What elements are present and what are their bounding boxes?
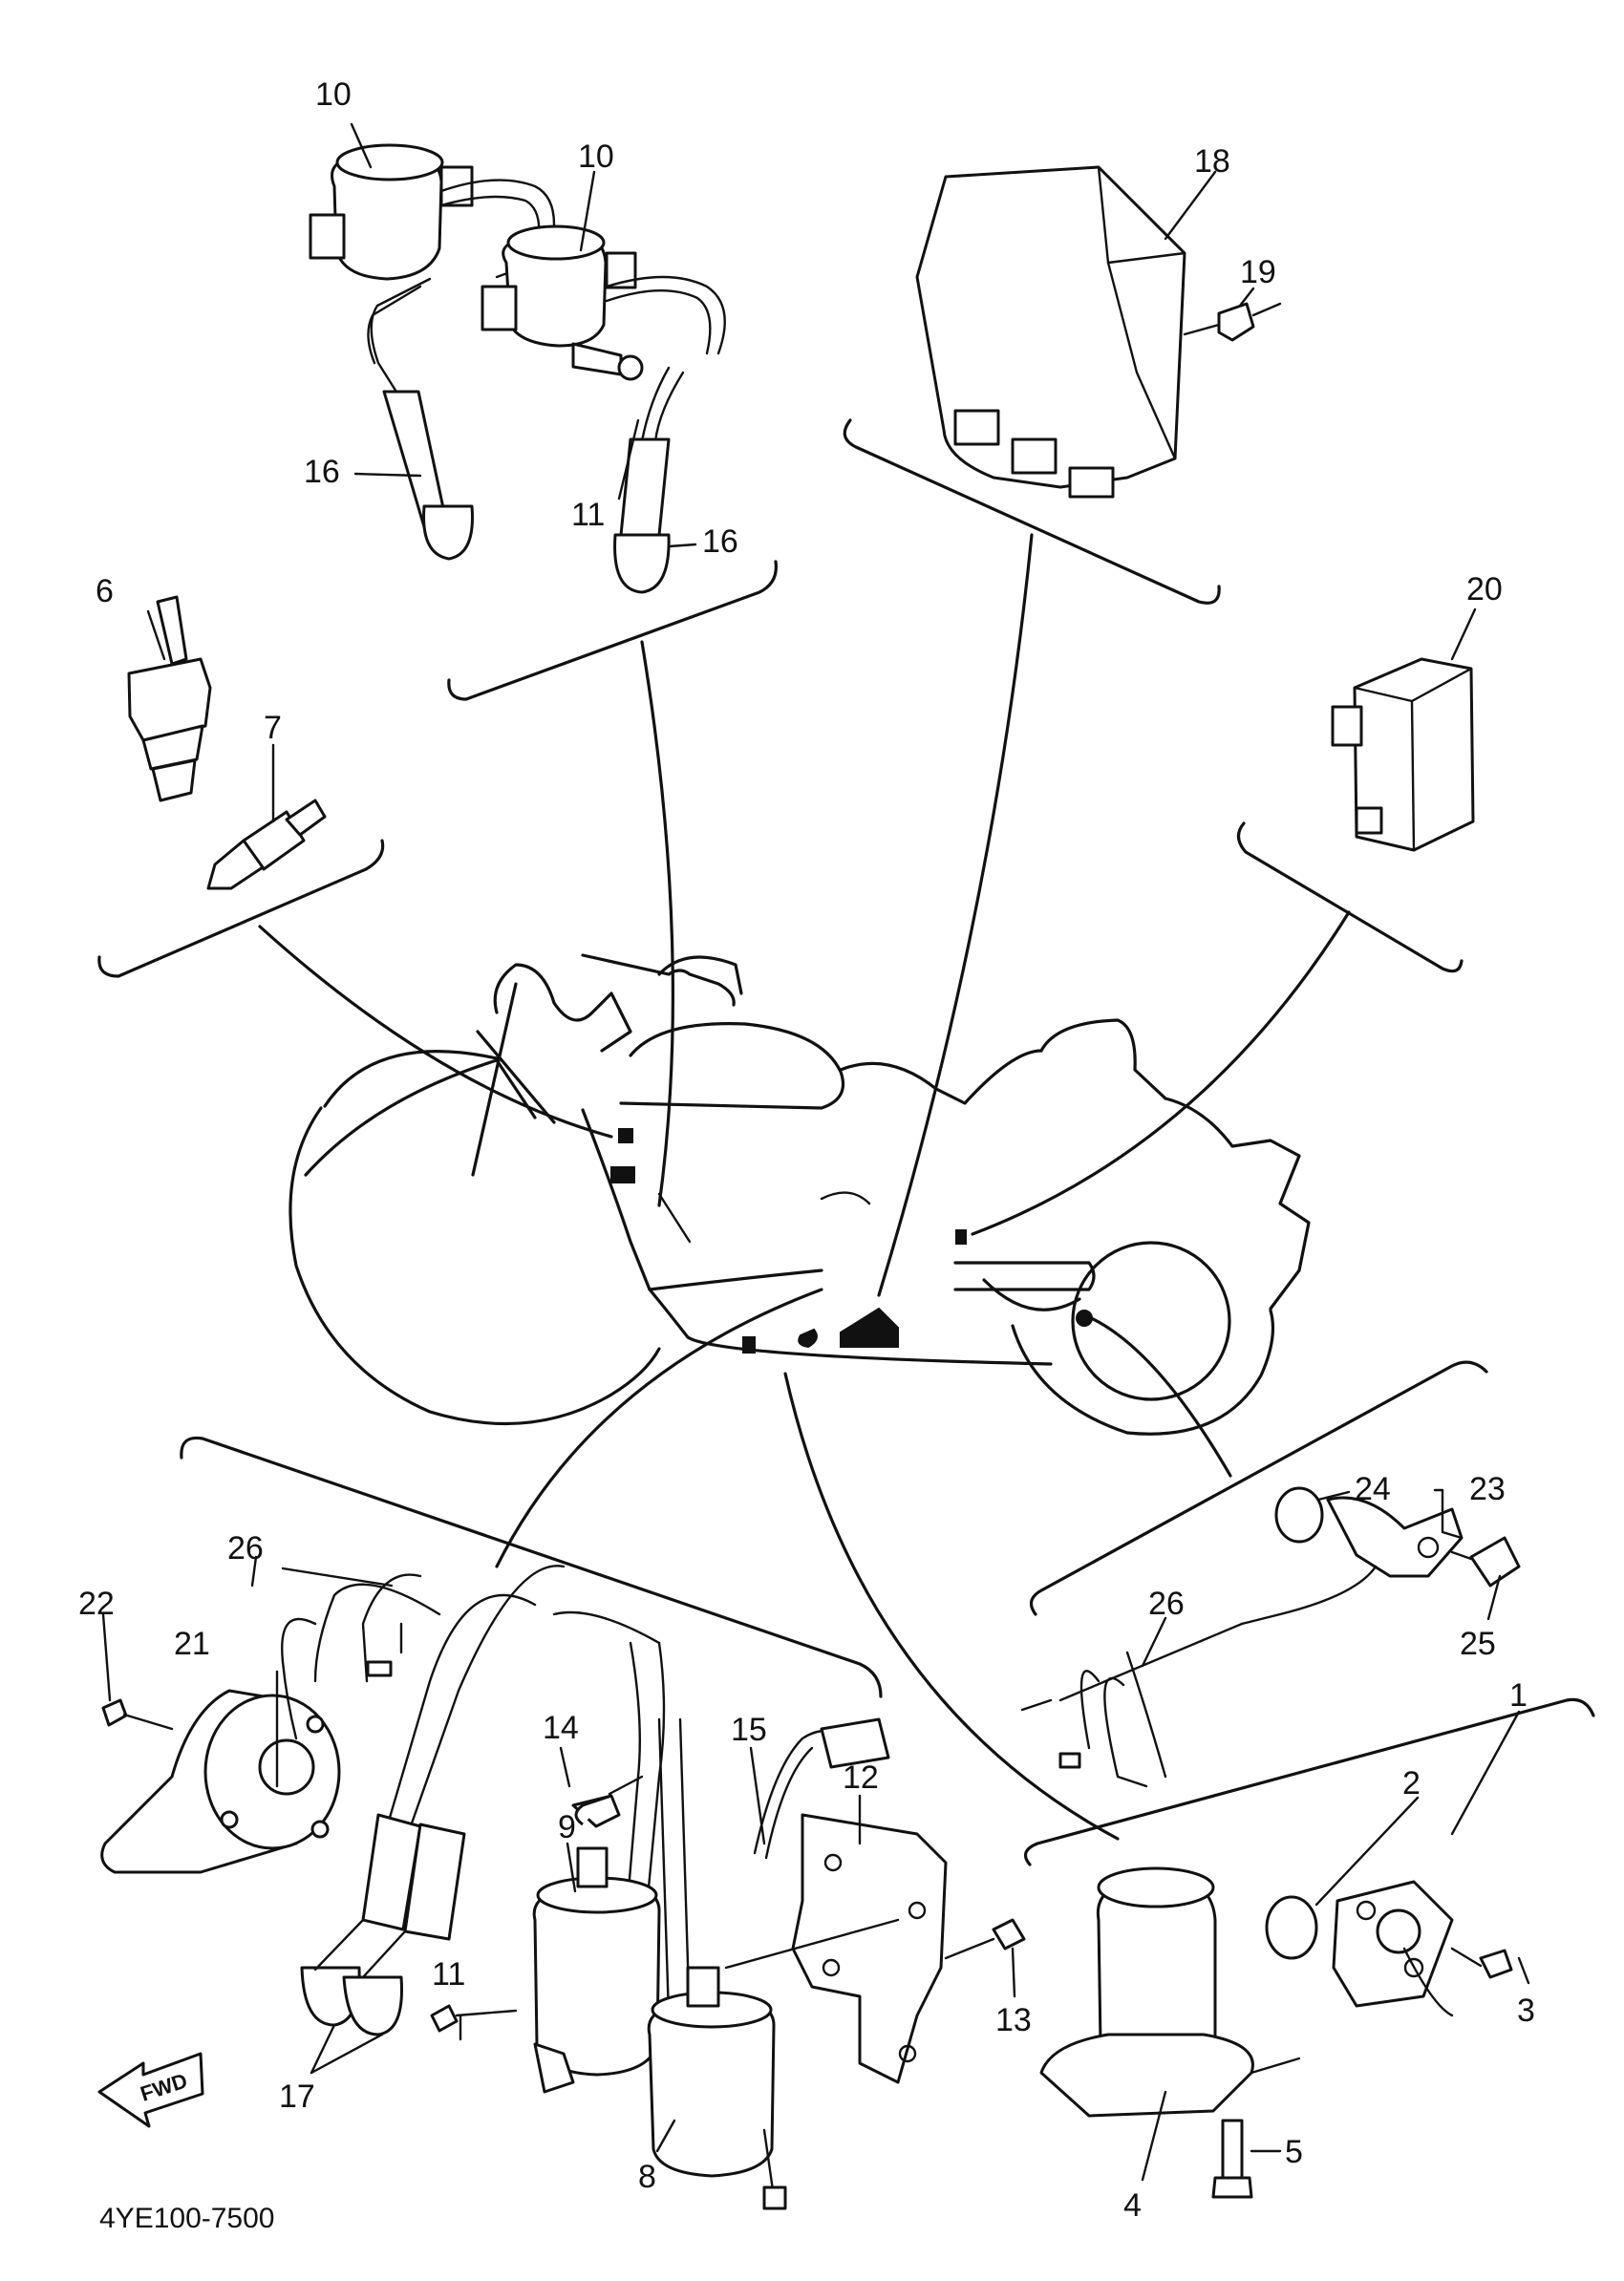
callout-24: 24 <box>1355 1471 1391 1507</box>
callout-21: 21 <box>174 1626 210 1662</box>
callout-leaders <box>101 122 1530 2182</box>
callout-19: 19 <box>1240 254 1276 290</box>
motorcycle-outline <box>288 953 1311 1436</box>
callout-22: 22 <box>78 1586 115 1622</box>
callout-3: 3 <box>1517 1993 1535 2029</box>
callout-26b: 26 <box>1148 1586 1185 1622</box>
temperature-sensor-7 <box>206 799 327 890</box>
callout-23: 23 <box>1469 1471 1506 1507</box>
callout-16b: 16 <box>702 523 738 560</box>
ignition-coil-assembly-bottom <box>430 1641 890 2210</box>
callout-26a: 26 <box>227 1530 264 1567</box>
callout-6: 6 <box>96 573 114 609</box>
ignition-coil-assembly-top <box>309 143 726 594</box>
callout-25: 25 <box>1460 1626 1496 1662</box>
callout-8: 8 <box>638 2159 656 2195</box>
callout-18: 18 <box>1194 143 1230 180</box>
callout-12: 12 <box>843 1759 879 1796</box>
fuel-pump-assembly <box>1039 1866 1513 2199</box>
callout-4: 4 <box>1123 2187 1142 2224</box>
callout-9: 9 <box>558 1809 576 1845</box>
callout-14: 14 <box>543 1710 579 1746</box>
leader-lines <box>258 533 1351 1841</box>
plug-caps <box>300 1565 661 2036</box>
relay-unit <box>1331 657 1475 852</box>
ignitor-unit <box>915 165 1282 499</box>
callout-16a: 16 <box>304 454 340 490</box>
forward-arrow-icon: FWD <box>97 2052 204 2128</box>
callout-15: 15 <box>731 1712 767 1748</box>
callout-1: 1 <box>1509 1677 1528 1714</box>
callout-7: 7 <box>264 710 282 746</box>
callout-11a: 11 <box>571 497 605 533</box>
callout-11b: 11 <box>432 1956 465 1993</box>
callout-5: 5 <box>1285 2134 1303 2170</box>
callout-17: 17 <box>279 2078 315 2115</box>
callout-numbers: 10 10 16 11 16 18 19 20 6 7 26 21 22 14 … <box>78 76 1535 2224</box>
callout-20: 20 <box>1466 571 1503 608</box>
thermo-switch-6 <box>127 595 212 802</box>
bolt-13 <box>944 1918 1026 1960</box>
callout-2: 2 <box>1402 1765 1421 1801</box>
callout-10b: 10 <box>578 139 614 175</box>
callout-10a: 10 <box>315 76 352 113</box>
diagram-code: 4YE100-7500 <box>99 2203 275 2234</box>
group-brackets <box>97 418 1595 1866</box>
horn-assembly <box>100 1573 441 1874</box>
bracket-12 <box>724 1813 948 2084</box>
callout-13: 13 <box>995 2002 1032 2038</box>
speed-sensor-assembly <box>1020 1486 1521 1788</box>
